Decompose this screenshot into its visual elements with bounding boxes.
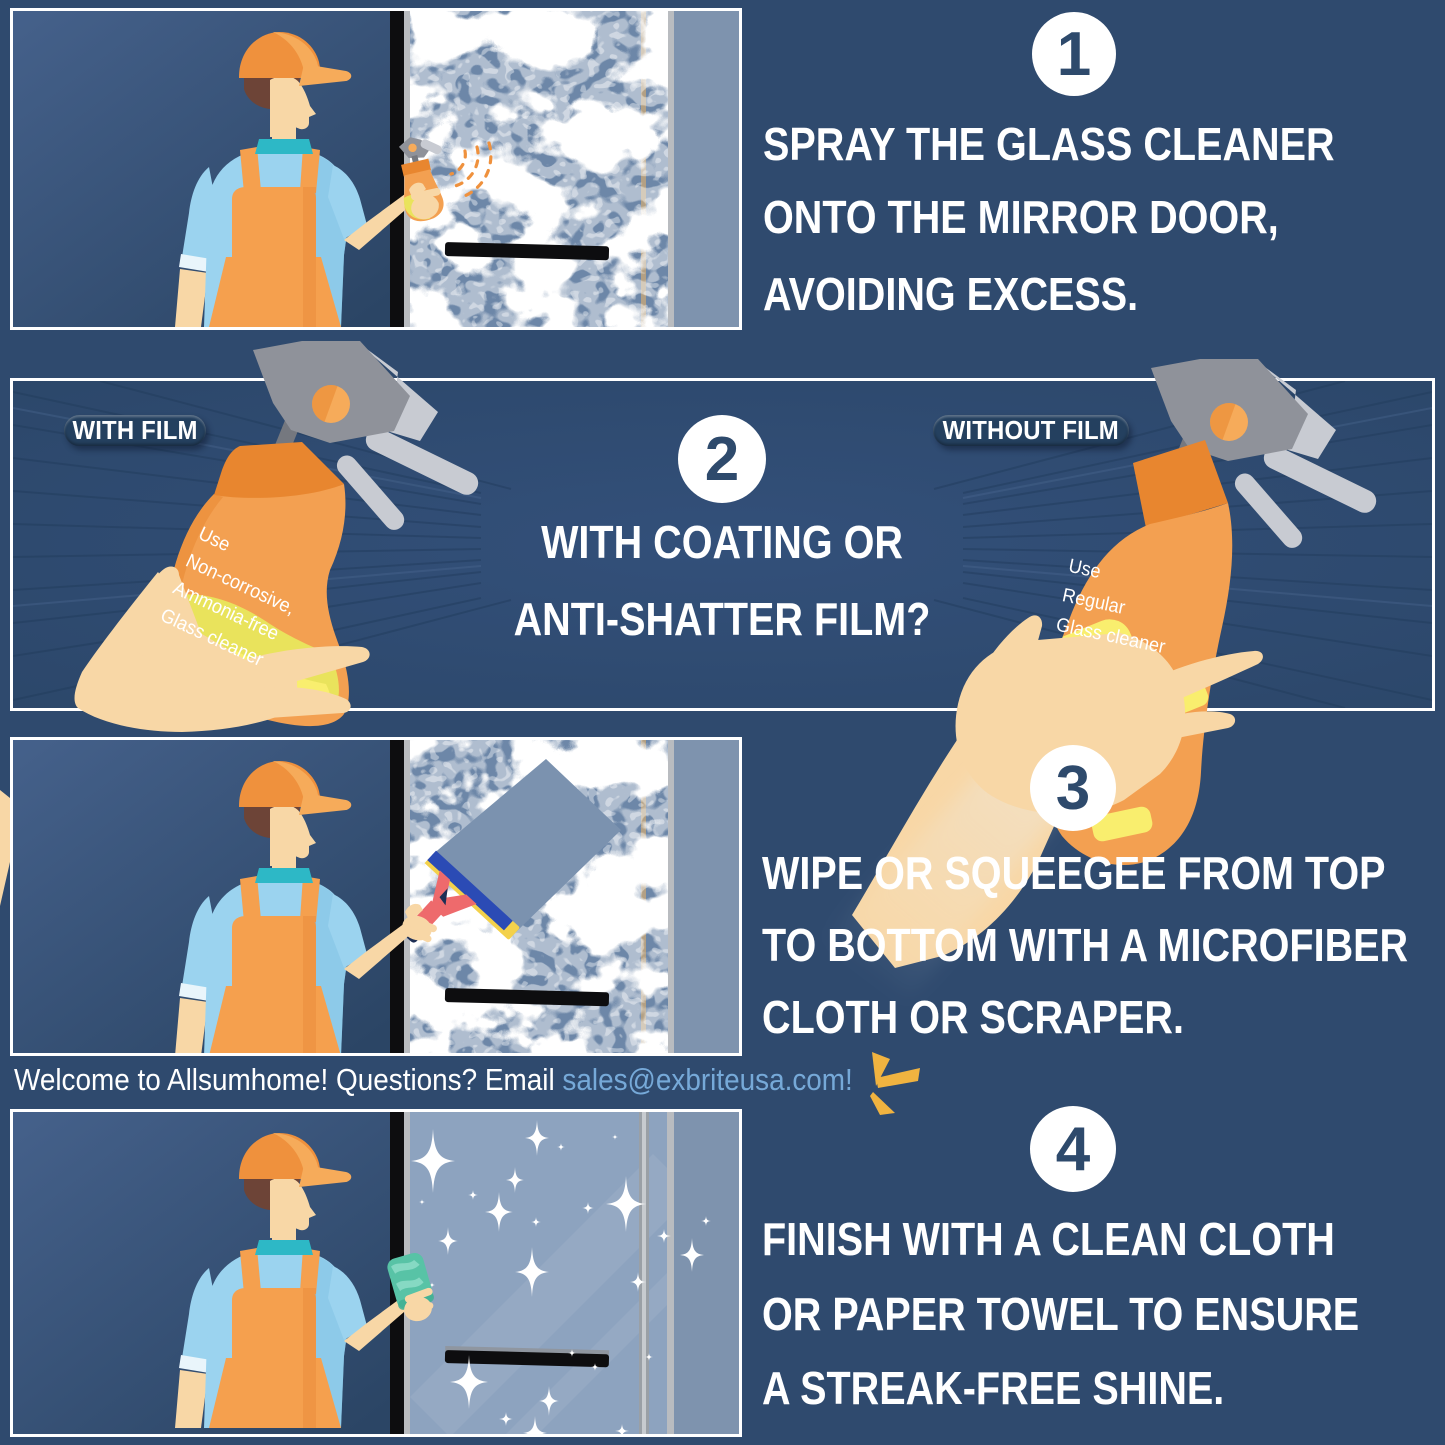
- contact-email[interactable]: sales@exbriteusa.com!: [562, 1062, 853, 1097]
- step2-number-badge: 2: [678, 415, 766, 503]
- panel-step4-illustration: [13, 1112, 739, 1434]
- step4-line1: FINISH WITH A CLEAN CLOTH: [762, 1213, 1335, 1265]
- left-arm-sliver: [0, 790, 10, 906]
- step2-line1: WITH COATING OR: [541, 516, 903, 568]
- spray-bottle-left-icon: [0, 341, 482, 906]
- step1-number: 1: [1056, 19, 1092, 89]
- sparkle-burst-icon: [870, 1052, 920, 1115]
- left-hand: [0, 566, 370, 906]
- band-border: [10, 378, 1435, 711]
- worker-hand: [402, 903, 437, 943]
- step4-line2: OR PAPER TOWEL TO ENSURE: [762, 1288, 1360, 1340]
- badge-with-film: WITH FILM: [64, 415, 206, 446]
- step3-number: 3: [1055, 753, 1091, 823]
- welcome-text: Welcome to Allsumhome! Questions? Email: [14, 1062, 563, 1097]
- step2-number: 2: [704, 424, 740, 494]
- step4-number: 4: [1055, 1114, 1091, 1184]
- step2-line2: ANTI-SHATTER FILM?: [513, 593, 931, 645]
- step3-line3: CLOTH OR SCRAPER.: [762, 991, 1184, 1043]
- panel-step1-illustration: [13, 11, 739, 327]
- spray-bottle-small-icon: [398, 137, 493, 222]
- step1-line1: SPRAY THE GLASS CLEANER: [763, 118, 1335, 170]
- welcome-message: Welcome to Allsumhome! Questions? Email …: [14, 1062, 853, 1097]
- sponge-icon: [387, 1252, 434, 1322]
- step3-line2: TO BOTTOM WITH A MICROFIBER: [762, 919, 1409, 971]
- badge-with-film-label: WITH FILM: [72, 415, 198, 445]
- right-hand: [955, 615, 1263, 814]
- badge-without-film: WITHOUT FILM: [933, 415, 1129, 446]
- step1-line3: AVOIDING EXCESS.: [763, 268, 1139, 320]
- panel1-border: [10, 8, 742, 330]
- step1-number-badge: 1: [1032, 12, 1116, 96]
- step4-line3: A STREAK-FREE SHINE.: [762, 1362, 1225, 1414]
- step4-number-badge: 4: [1030, 1106, 1116, 1192]
- step1-line2: ONTO THE MIRROR DOOR,: [763, 191, 1279, 243]
- panel3-border: [10, 737, 742, 1056]
- step3-number-badge: 3: [1030, 745, 1116, 831]
- panel-step3-illustration: [13, 740, 739, 1053]
- step3-line1: WIPE OR SQUEEGEE FROM TOP: [762, 847, 1386, 899]
- light-beam: [824, 756, 1066, 1000]
- badge-without-film-label: WITHOUT FILM: [942, 415, 1120, 445]
- panel4-border: [10, 1109, 742, 1437]
